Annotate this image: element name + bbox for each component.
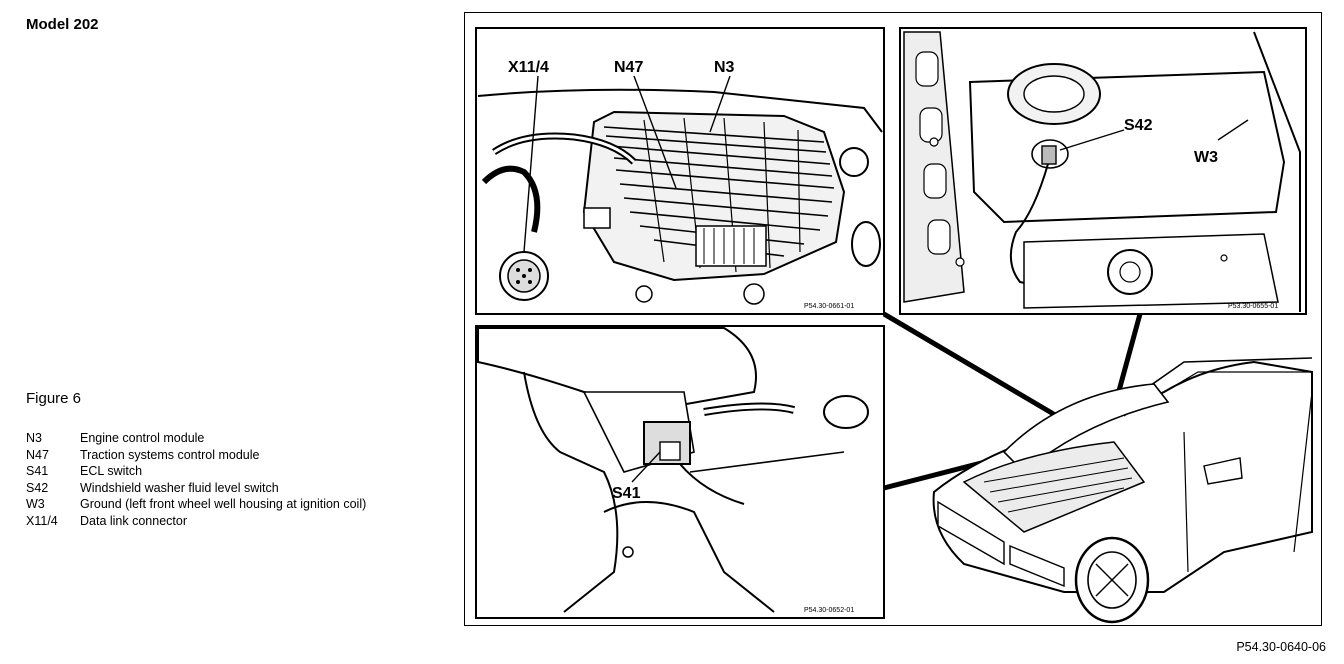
legend-row: X11/4 Data link connector	[26, 513, 366, 530]
figure-reference: P54.30-0640-06	[1236, 640, 1326, 654]
legend-row: W3 Ground (left front wheel well housing…	[26, 496, 366, 513]
ecl-panel: S41 P54.30-0652-01	[475, 325, 885, 619]
engine-panel-ref: P54.30-0661-01	[804, 303, 854, 310]
engine-panel: X11/4 N47 N3 P54.30-0661-01	[475, 27, 885, 315]
callout-w3: W3	[1194, 149, 1218, 166]
legend-code: S42	[26, 480, 49, 495]
legend-row: S42 Windshield washer fluid level switch	[26, 480, 366, 497]
legend-row: N3 Engine control module	[26, 430, 366, 447]
pointer-engine	[882, 311, 1086, 435]
washer-panel-ref: P53.30-0655-01	[1228, 303, 1278, 310]
legend-code: N47	[26, 447, 49, 462]
legend: N3 Engine control module N47 Traction sy…	[26, 430, 366, 529]
callout-x11-4: X11/4	[508, 59, 549, 76]
component-location-drawing: X11/4 N47 N3 P54.30-0661-01 S42	[475, 27, 1313, 624]
legend-description: ECL switch	[80, 464, 143, 478]
legend-code: X11/4	[26, 513, 58, 528]
legend-row: N47 Traction systems control module	[26, 447, 366, 464]
diagram-frame	[464, 12, 1322, 626]
callout-n47: N47	[614, 59, 643, 76]
ecl-panel-ref: P54.30-0652-01	[804, 607, 854, 614]
washer-panel: S42 W3 P53.30-0655-01	[899, 27, 1307, 315]
callout-s41: S41	[612, 485, 641, 502]
model-title: Model 202	[26, 16, 99, 33]
legend-description: Engine control module	[80, 431, 205, 445]
legend-description: Data link connector	[80, 513, 188, 528]
car-overview	[882, 311, 1313, 624]
callout-s42: S42	[1124, 117, 1153, 134]
callout-n3: N3	[714, 59, 735, 76]
legend-description: Traction systems control module	[80, 447, 260, 462]
legend-description: Windshield washer fluid level switch	[80, 480, 279, 495]
legend-row: S41 ECL switch	[26, 463, 366, 480]
legend-code: S41	[26, 464, 49, 478]
legend-code: W3	[26, 497, 45, 511]
figure-title: Figure 6	[26, 390, 82, 407]
legend-description: Ground (left front wheel well housing at…	[80, 497, 367, 511]
legend-code: N3	[26, 431, 42, 445]
